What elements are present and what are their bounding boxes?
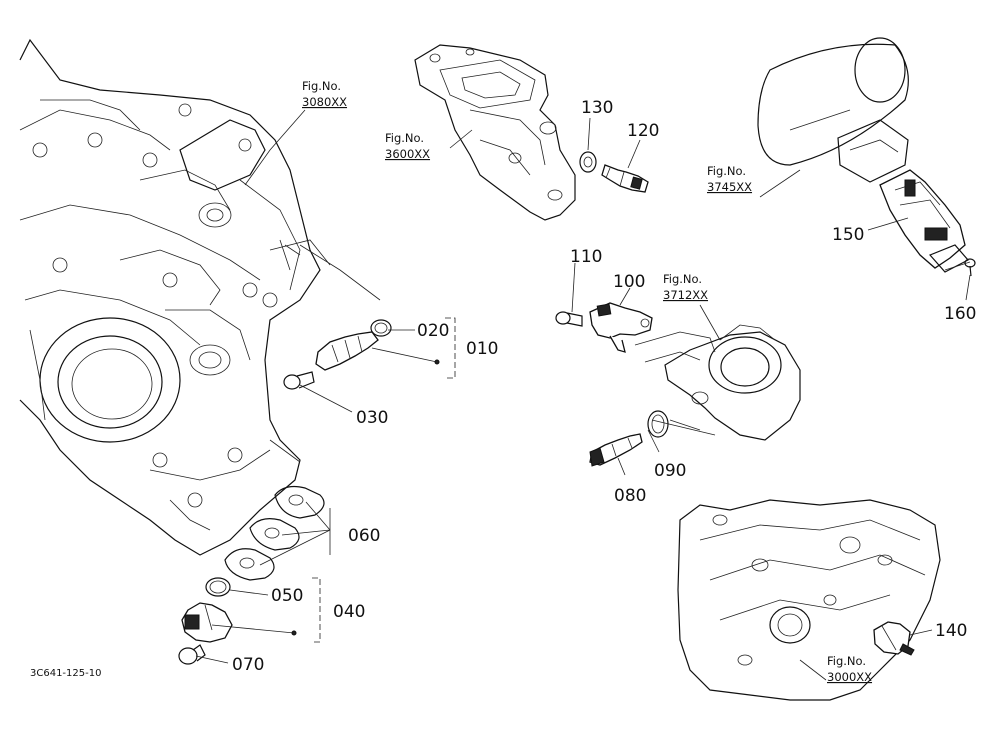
part-160-screw bbox=[964, 258, 976, 277]
part-label-130: 130 bbox=[581, 98, 613, 118]
fig-ref-prefix: Fig.No. bbox=[385, 131, 424, 145]
cylinder-block bbox=[677, 499, 941, 701]
part-030-bolt bbox=[283, 371, 315, 390]
part-label-080: 080 bbox=[614, 486, 646, 506]
part-110-bolt bbox=[555, 311, 583, 327]
part-150-pump-module bbox=[879, 169, 969, 273]
part-label-100: 100 bbox=[613, 272, 645, 292]
part-label-060: 060 bbox=[348, 526, 380, 546]
part-120-temperature-sensor bbox=[601, 164, 649, 193]
part-label-090: 090 bbox=[654, 461, 686, 481]
drawing-code: 3C641-125-10 bbox=[30, 668, 101, 679]
part-020-o-ring bbox=[370, 319, 392, 337]
part-label-040: 040 bbox=[333, 602, 365, 622]
fig-ref-prefix: Fig.No. bbox=[663, 272, 702, 286]
part-090-o-ring bbox=[647, 410, 669, 438]
fig-ref-prefix: Fig.No. bbox=[707, 164, 746, 178]
fig-ref-3080xx: Fig.No. 3080XX bbox=[302, 79, 347, 109]
group-bracket-010 bbox=[445, 317, 456, 379]
part-label-030: 030 bbox=[356, 408, 388, 428]
fig-ref-3712xx: Fig.No. 3712XX bbox=[663, 272, 708, 302]
fig-ref-number: 3712XX bbox=[663, 288, 708, 302]
part-label-120: 120 bbox=[627, 121, 659, 141]
part-050-o-ring bbox=[205, 577, 231, 597]
fuel-pump-assembly bbox=[757, 37, 909, 183]
part-010-sensor bbox=[315, 331, 379, 371]
fig-ref-3745xx: Fig.No. 3745XX bbox=[707, 164, 752, 194]
flange-housing bbox=[634, 324, 801, 441]
part-label-050: 050 bbox=[271, 586, 303, 606]
part-040-sensor bbox=[181, 602, 233, 643]
part-130-washer bbox=[579, 151, 597, 173]
part-label-150: 150 bbox=[832, 225, 864, 245]
fig-ref-number: 3600XX bbox=[385, 147, 430, 161]
part-080-speed-sensor bbox=[589, 433, 643, 467]
part-label-160: 160 bbox=[944, 304, 976, 324]
fig-ref-3600xx: Fig.No. 3600XX bbox=[385, 131, 430, 161]
part-label-010: 010 bbox=[466, 339, 498, 359]
part-label-020: 020 bbox=[417, 321, 449, 341]
part-140-pressure-switch bbox=[873, 621, 915, 656]
part-label-070: 070 bbox=[232, 655, 264, 675]
thermostat-housing bbox=[414, 44, 576, 221]
group-bracket-040 bbox=[312, 577, 321, 643]
fig-ref-number: 3000XX bbox=[827, 670, 872, 684]
part-label-140: 140 bbox=[935, 621, 967, 641]
part-060-gaskets bbox=[224, 485, 325, 581]
part-070-bolt bbox=[178, 644, 206, 665]
fig-ref-number: 3745XX bbox=[707, 180, 752, 194]
fig-ref-number: 3080XX bbox=[302, 95, 347, 109]
leader-lines bbox=[195, 109, 971, 681]
fig-ref-prefix: Fig.No. bbox=[827, 654, 866, 668]
gear-case-housing bbox=[19, 38, 331, 556]
fig-ref-prefix: Fig.No. bbox=[302, 79, 341, 93]
part-label-110: 110 bbox=[570, 247, 602, 267]
part-100-position-sensor bbox=[589, 302, 653, 353]
fig-ref-3000xx: Fig.No. 3000XX bbox=[827, 654, 872, 684]
